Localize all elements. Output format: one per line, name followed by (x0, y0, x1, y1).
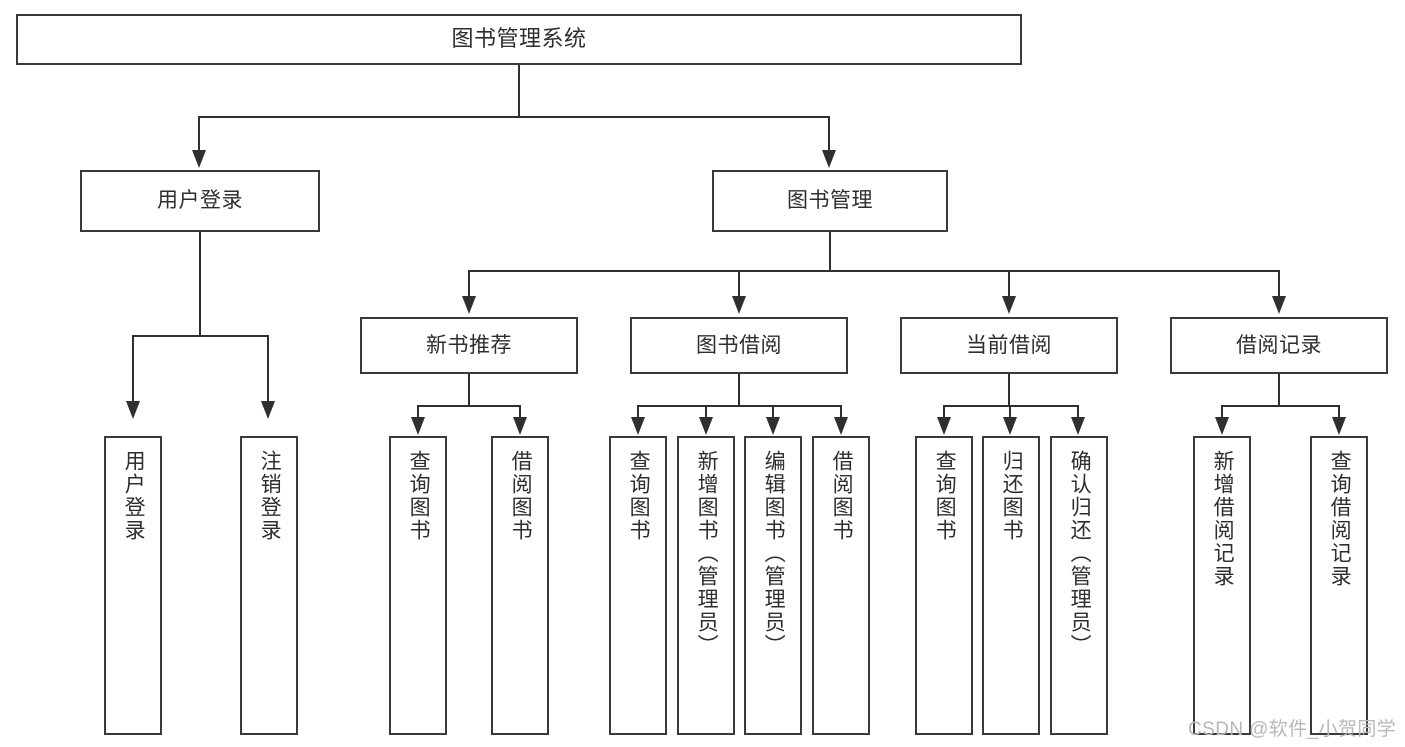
connector-record-bus (1221, 405, 1340, 407)
connector-level1-bus (198, 116, 830, 118)
leaf-user-login-login[interactable]: 用户登录 (104, 436, 162, 735)
connector-recommend-bus (417, 405, 521, 407)
connector-current-drop-3 (1077, 405, 1079, 419)
connector-level2-drop-4 (1278, 270, 1280, 298)
leaf-recommend-borrow-book[interactable]: 借阅图书 (491, 436, 549, 735)
leaf-current-query-book[interactable]: 查询图书 (915, 436, 973, 735)
node-label: 查询图书 (407, 450, 431, 542)
connector-root-stem (518, 65, 520, 117)
connector-level2-drop-2 (738, 270, 740, 298)
connector-level1-drop-2 (828, 116, 830, 152)
node-label: 图书借阅 (696, 333, 782, 357)
node-book-borrow[interactable]: 图书借阅 (630, 317, 848, 374)
arrow-current-3 (1071, 417, 1085, 435)
arrow-user-login-2 (261, 401, 275, 419)
connector-user-login-drop-2 (267, 335, 269, 403)
connector-record-drop-2 (1338, 405, 1340, 419)
connector-borrow-drop-1 (637, 405, 639, 419)
node-label: 注销登录 (258, 450, 282, 542)
connector-borrow-drop-3 (772, 405, 774, 419)
node-label: 新增图书（管理员） (695, 450, 719, 657)
connector-current-stem (1008, 374, 1010, 406)
node-label: 确认归还（管理员） (1068, 450, 1092, 657)
leaf-borrow-edit-book[interactable]: 编辑图书（管理员） (744, 436, 802, 735)
connector-recommend-stem (468, 374, 470, 406)
node-label: 查询图书 (933, 450, 957, 542)
connector-level1-drop-1 (198, 116, 200, 152)
arrow-level1-1 (192, 150, 206, 168)
leaf-current-confirm-return[interactable]: 确认归还（管理员） (1050, 436, 1108, 735)
arrow-recommend-2 (513, 417, 527, 435)
connector-borrow-drop-2 (705, 405, 707, 419)
connector-current-drop-1 (943, 405, 945, 419)
connector-current-bus (943, 405, 1079, 407)
arrow-record-2 (1332, 417, 1346, 435)
arrow-level2-3 (1002, 296, 1016, 314)
node-user-login[interactable]: 用户登录 (80, 170, 320, 232)
node-current-borrow[interactable]: 当前借阅 (900, 317, 1118, 374)
arrow-user-login-1 (126, 401, 140, 419)
connector-borrow-bus (637, 405, 841, 407)
leaf-record-query-record[interactable]: 查询借阅记录 (1310, 436, 1368, 735)
connector-user-login-bus (132, 335, 269, 337)
arrow-current-1 (937, 417, 951, 435)
arrow-level1-2 (822, 150, 836, 168)
leaf-current-return-book[interactable]: 归还图书 (982, 436, 1040, 735)
node-root-system[interactable]: 图书管理系统 (16, 14, 1022, 65)
connector-borrow-stem (738, 374, 740, 406)
node-borrow-record[interactable]: 借阅记录 (1170, 317, 1388, 374)
arrow-borrow-4 (834, 417, 848, 435)
node-label: 归还图书 (1000, 450, 1024, 542)
connector-recommend-drop-1 (417, 405, 419, 419)
node-label: 图书管理系统 (451, 26, 587, 52)
connector-level2-drop-1 (468, 270, 470, 298)
node-label: 借阅记录 (1236, 333, 1322, 357)
leaf-record-add-record[interactable]: 新增借阅记录 (1193, 436, 1251, 735)
node-label: 编辑图书（管理员） (762, 450, 786, 657)
connector-book-mgmt-stem (829, 232, 831, 271)
connector-borrow-drop-4 (840, 405, 842, 419)
watermark-text: CSDN @软件_小贺同学 (1188, 719, 1397, 740)
node-label: 查询借阅记录 (1328, 450, 1352, 588)
node-book-management[interactable]: 图书管理 (712, 170, 948, 232)
node-label: 借阅图书 (830, 450, 854, 542)
node-new-book-recommend[interactable]: 新书推荐 (360, 317, 578, 374)
connector-level2-bus (468, 270, 1278, 272)
arrow-borrow-2 (699, 417, 713, 435)
arrow-borrow-1 (631, 417, 645, 435)
connector-recommend-drop-2 (519, 405, 521, 419)
leaf-recommend-query-book[interactable]: 查询图书 (389, 436, 447, 735)
connector-record-stem (1278, 374, 1280, 406)
leaf-user-login-logout[interactable]: 注销登录 (240, 436, 298, 735)
arrow-borrow-3 (766, 417, 780, 435)
node-label: 查询图书 (627, 450, 651, 542)
leaf-borrow-borrow-book[interactable]: 借阅图书 (812, 436, 870, 735)
arrow-level2-4 (1272, 296, 1286, 314)
connector-current-drop-2 (1009, 405, 1011, 419)
node-label: 借阅图书 (509, 450, 533, 542)
connector-record-drop-1 (1221, 405, 1223, 419)
leaf-borrow-add-book[interactable]: 新增图书（管理员） (677, 436, 735, 735)
arrow-record-1 (1215, 417, 1229, 435)
arrow-level2-1 (462, 296, 476, 314)
arrow-current-2 (1003, 417, 1017, 435)
connector-level2-drop-3 (1008, 270, 1010, 298)
node-label: 新增借阅记录 (1211, 450, 1235, 588)
connector-user-login-drop-1 (132, 335, 134, 403)
node-label: 新书推荐 (426, 333, 512, 357)
arrow-recommend-1 (411, 417, 425, 435)
node-label: 用户登录 (122, 450, 146, 542)
node-label: 用户登录 (157, 189, 243, 213)
node-label: 当前借阅 (966, 333, 1052, 357)
connector-user-login-stem (199, 232, 201, 336)
leaf-borrow-query-book[interactable]: 查询图书 (609, 436, 667, 735)
node-label: 图书管理 (787, 189, 873, 213)
arrow-level2-2 (732, 296, 746, 314)
